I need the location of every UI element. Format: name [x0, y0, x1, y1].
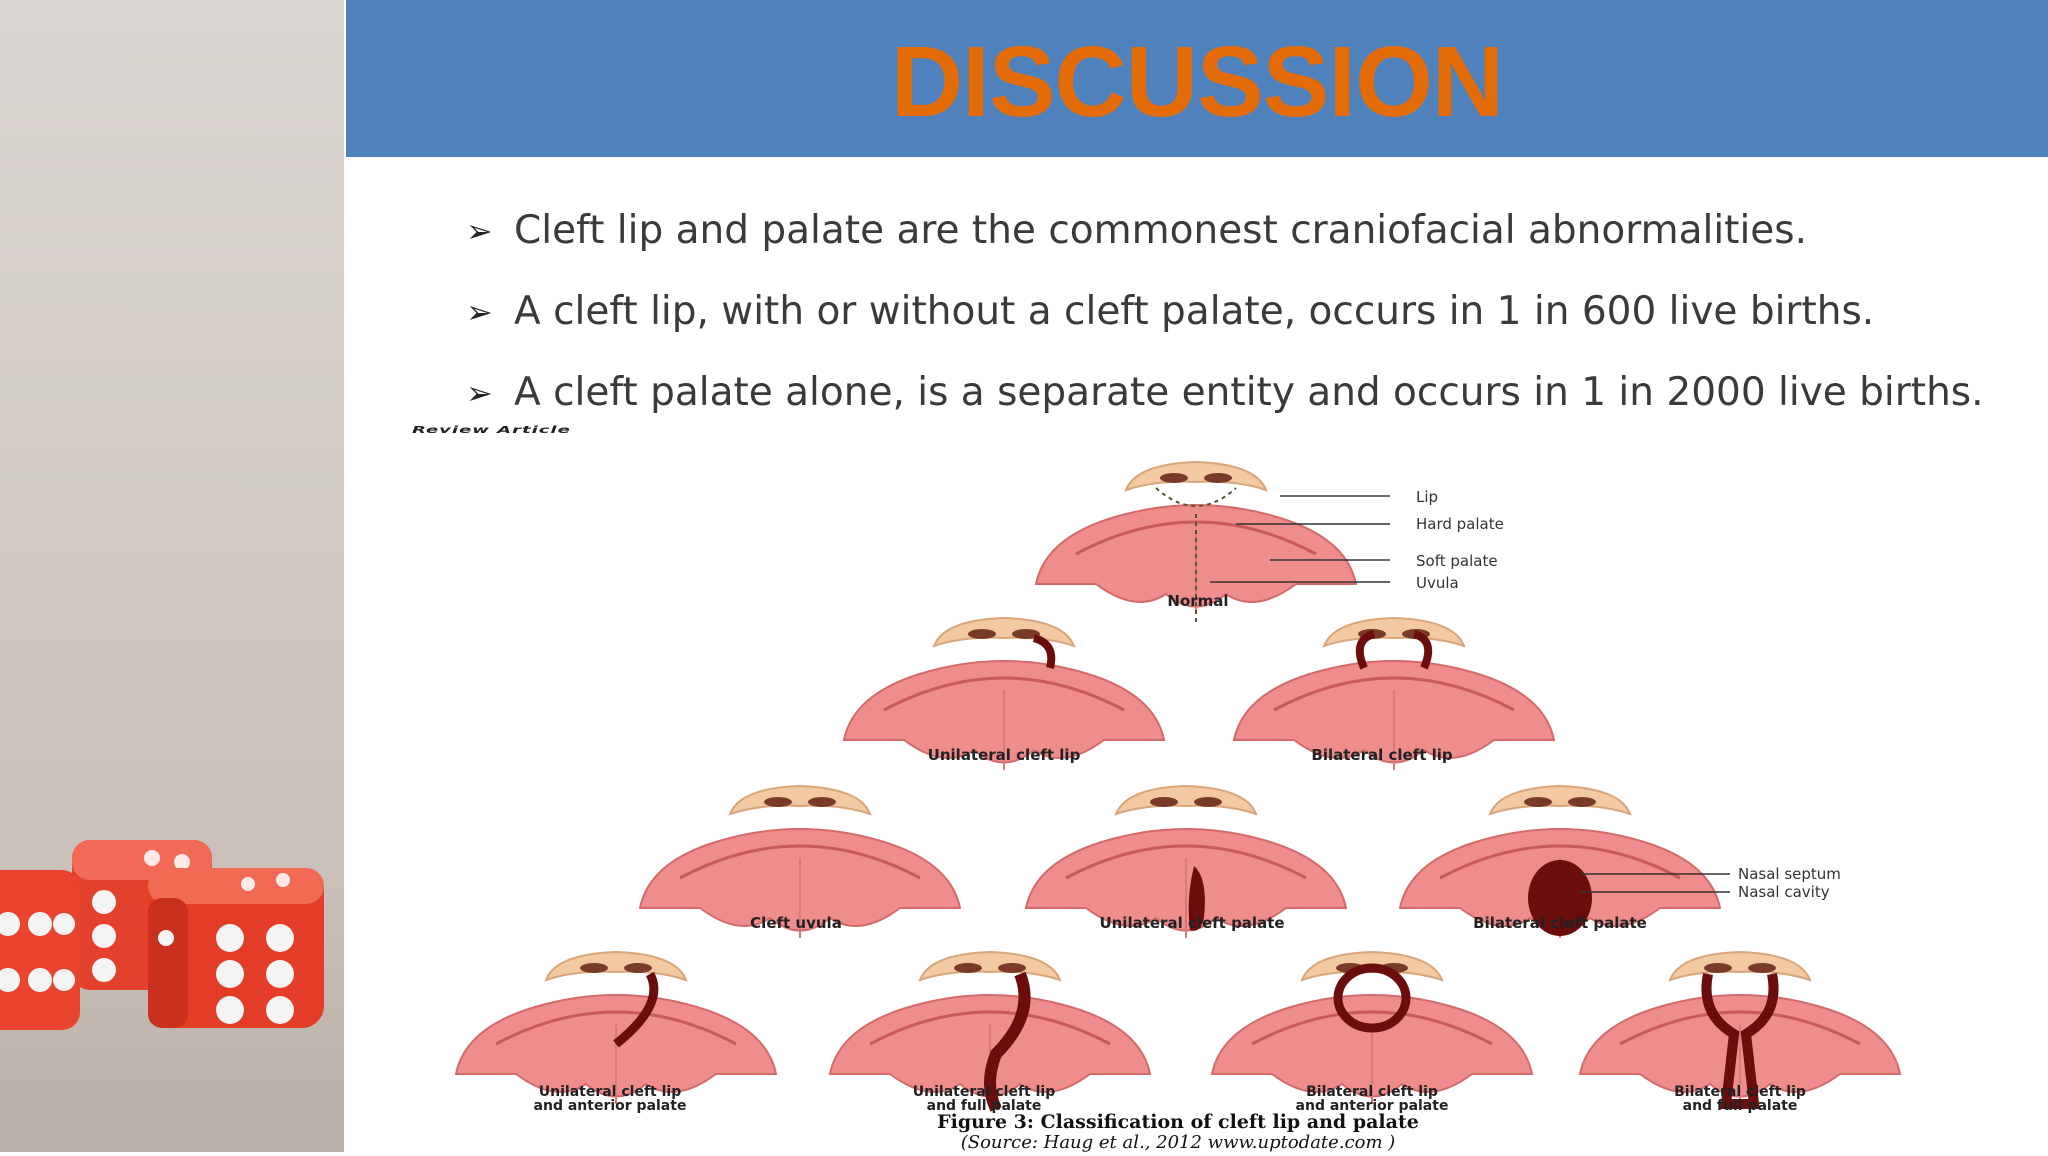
- label-unilateral-cleft-lip-full-line1: Unilateral cleft lip: [913, 1084, 1055, 1100]
- diagram-unilateral-cleft-palate: [1024, 784, 1348, 940]
- bullet-text: A cleft palate alone, is a separate enti…: [514, 370, 1984, 415]
- title-bar: DISCUSSION: [346, 0, 2048, 157]
- arrow-bullet-icon: ➢: [466, 373, 493, 412]
- diagram-unilateral-cleft-lip: [842, 616, 1166, 772]
- label-nasal-cavity: Nasal cavity: [1738, 883, 1830, 901]
- bullet-text: A cleft lip, with or without a cleft pal…: [514, 289, 1875, 334]
- diagram-bilateral-cleft-palate: [1398, 784, 1722, 940]
- label-bilateral-cleft-palate: Bilateral cleft palate: [1473, 914, 1647, 932]
- bullet-list: ➢ Cleft lip and palate are the commonest…: [466, 190, 2026, 433]
- diagram-normal: [1034, 460, 1358, 624]
- label-unilateral-cleft-lip: Unilateral cleft lip: [928, 746, 1081, 764]
- label-lip: Lip: [1416, 488, 1438, 506]
- figure-caption: Figure 3: Classification of cleft lip an…: [937, 1111, 1419, 1133]
- label-bilateral-cleft-lip-full-line2: and full palate: [1683, 1098, 1798, 1114]
- label-soft-palate: Soft palate: [1416, 552, 1498, 570]
- label-unilateral-cleft-lip-anterior-line1: Unilateral cleft lip: [539, 1084, 681, 1100]
- bullet-item: ➢ A cleft lip, with or without a cleft p…: [466, 271, 2026, 352]
- label-bilateral-cleft-lip-anterior-line2: and anterior palate: [1296, 1098, 1449, 1114]
- figure-source: (Source: Haug et al., 2012 www.uptodate.…: [961, 1132, 1396, 1152]
- diagram-unilateral-cleft-lip-full-palate: [828, 950, 1152, 1112]
- label-unilateral-cleft-lip-anterior-line2: and anterior palate: [534, 1098, 687, 1114]
- arrow-bullet-icon: ➢: [466, 211, 493, 250]
- bullet-item: ➢ Cleft lip and palate are the commonest…: [466, 190, 2026, 271]
- bullet-text: Cleft lip and palate are the commonest c…: [514, 208, 1807, 253]
- label-bilateral-cleft-lip: Bilateral cleft lip: [1311, 746, 1452, 764]
- label-hard-palate: Hard palate: [1416, 515, 1504, 533]
- label-cleft-uvula: Cleft uvula: [750, 914, 842, 932]
- label-bilateral-cleft-lip-anterior-line1: Bilateral cleft lip: [1306, 1084, 1438, 1100]
- diagram-unilateral-cleft-lip-anterior-palate: [454, 950, 778, 1106]
- label-nasal-septum: Nasal septum: [1738, 865, 1841, 883]
- arrow-bullet-icon: ➢: [466, 292, 493, 331]
- diagram-bilateral-cleft-lip-full-palate: [1578, 950, 1902, 1109]
- diagram-bilateral-cleft-lip-anterior-palate: [1210, 950, 1534, 1106]
- slide-title: DISCUSSION: [890, 26, 1504, 138]
- dice-image: [0, 840, 324, 1030]
- label-normal: Normal: [1167, 592, 1228, 610]
- label-unilateral-cleft-palate: Unilateral cleft palate: [1099, 914, 1284, 932]
- bullet-item: ➢ A cleft palate alone, is a separate en…: [466, 352, 2026, 433]
- label-uvula: Uvula: [1416, 574, 1459, 592]
- figure-header-fragment: Review Article: [412, 424, 571, 436]
- diagram-bilateral-cleft-lip: [1232, 616, 1556, 772]
- cleft-classification-figure: Lip Hard palate Soft palate Uvula Normal…: [400, 424, 1960, 1153]
- label-bilateral-cleft-lip-full-line1: Bilateral cleft lip: [1674, 1084, 1806, 1100]
- label-unilateral-cleft-lip-full-line2: and full palate: [927, 1098, 1042, 1114]
- decorative-side-panel: [0, 0, 344, 1152]
